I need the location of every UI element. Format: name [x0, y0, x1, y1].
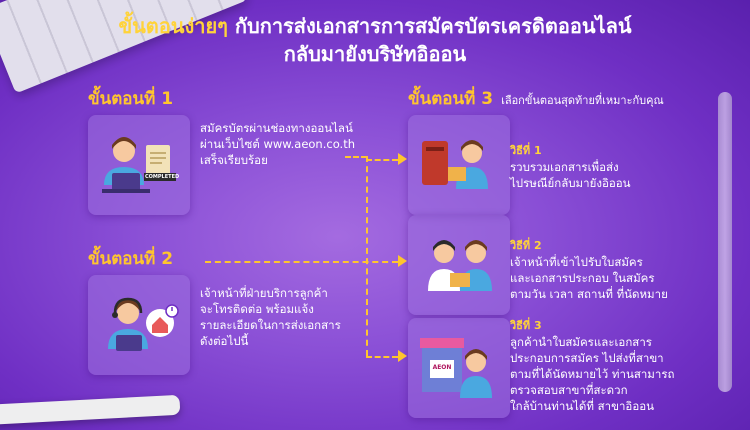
step2-desc-line: ดังต่อไปนี้	[200, 334, 249, 348]
person-laptop-icon	[102, 137, 176, 193]
method1-line: รวบรวมเอกสารเพื่อส่ง	[510, 160, 619, 174]
step1-desc-line: ผ่านเว็บไซต์ www.aeon.co.th	[200, 137, 355, 151]
method1-label: วิธีที่ 1	[510, 144, 542, 157]
method3-line: ประกอบการสมัคร ไปส่งที่สาขา	[510, 351, 664, 365]
arrow-icon	[398, 255, 407, 267]
mailbox-icon	[422, 140, 488, 189]
headline-line2: กลับมายังบริษัทอิออน	[283, 42, 467, 66]
staff-visit-icon	[428, 240, 492, 291]
method3-line: ลูกค้านำใบสมัครและเอกสาร	[510, 335, 652, 349]
method1-card	[408, 115, 510, 215]
method1-line: ไปรษณีย์กลับมายังอิออน	[510, 176, 631, 190]
page-headline: ขั้นตอนง่ายๆ กับการส่งเอกสารการสมัครบัตร…	[0, 12, 750, 68]
method2-line: และเอกสารประกอบ ในสมัคร	[510, 271, 655, 285]
method2-description: วิธีที่ 2 เจ้าหน้าที่เข้าไปรับใบสมัคร แล…	[510, 238, 668, 302]
step1-desc-line: สมัครบัตรผ่านช่องทางออนไลน์	[200, 121, 353, 135]
arrow-icon	[398, 153, 407, 165]
connector-line	[366, 159, 398, 161]
step2-card	[88, 275, 190, 375]
method2-line: เจ้าหน้าที่เข้าไปรับใบสมัคร	[510, 255, 643, 269]
step3-subtitle: เลือกขั้นตอนสุดท้ายที่เหมาะกับคุณ	[501, 94, 664, 107]
arrow-icon	[398, 350, 407, 362]
connector-line	[366, 356, 398, 358]
completed-badge: COMPLETED	[145, 174, 180, 180]
method2-line: ตามวัน เวลา สถานที่ ที่นัดหมาย	[510, 287, 668, 301]
method3-line: ใกล้บ้านท่านได้ที่ สาขาอิออน	[510, 399, 655, 413]
step1-title: ขั้นตอนที่ 1	[88, 89, 174, 109]
connector-line	[345, 156, 367, 158]
step2-title: ขั้นตอนที่ 2	[88, 249, 174, 269]
step3-title-text: ขั้นตอนที่ 3	[408, 89, 494, 109]
method3-card: AEON	[408, 318, 510, 418]
aeon-store-sign: AEON	[432, 364, 452, 371]
method1-description: วิธีที่ 1 รวบรวมเอกสารเพื่อส่ง ไปรษณีย์ก…	[510, 143, 631, 191]
connector-line	[205, 261, 398, 263]
keyboard-decoration-bottom	[0, 394, 181, 426]
method2-label: วิธีที่ 2	[510, 239, 542, 252]
step3-title: ขั้นตอนที่ 3 เลือกขั้นตอนสุดท้ายที่เหมาะก…	[408, 85, 664, 112]
step2-desc-line: จะโทรติดต่อ พร้อมแจ้ง	[200, 302, 314, 316]
method3-line: ตามที่ได้นัดหมายไว้ ท่านสามารถ	[510, 367, 675, 381]
step1-desc-line: เสร็จเรียบร้อย	[200, 153, 268, 167]
step2-desc-line: รายละเอียดในการส่งเอกสาร	[200, 318, 341, 332]
method2-card	[408, 215, 510, 315]
headline-accent: ขั้นตอนง่ายๆ	[118, 14, 228, 38]
step2-description: เจ้าหน้าที่ฝ่ายบริการลูกค้า จะโทรติดต่อ …	[200, 285, 341, 349]
call-center-agent-icon	[108, 297, 179, 351]
step1-description: สมัครบัตรผ่านช่องทางออนไลน์ ผ่านเว็บไซต์…	[200, 120, 355, 168]
method3-description: วิธีที่ 3 ลูกค้านำใบสมัครและเอกสาร ประกอ…	[510, 318, 674, 414]
method3-label: วิธีที่ 3	[510, 319, 542, 332]
headline-main: กับการส่งเอกสารการสมัครบัตรเครดิตออนไลน์	[234, 14, 632, 38]
step2-desc-line: เจ้าหน้าที่ฝ่ายบริการลูกค้า	[200, 286, 328, 300]
aeon-branch-icon	[420, 338, 492, 398]
step1-card: COMPLETED	[88, 115, 190, 215]
pen-decoration	[718, 92, 732, 392]
connector-line	[366, 156, 368, 356]
method3-line: ตรวจสอบสาขาที่สะดวก	[510, 383, 628, 397]
